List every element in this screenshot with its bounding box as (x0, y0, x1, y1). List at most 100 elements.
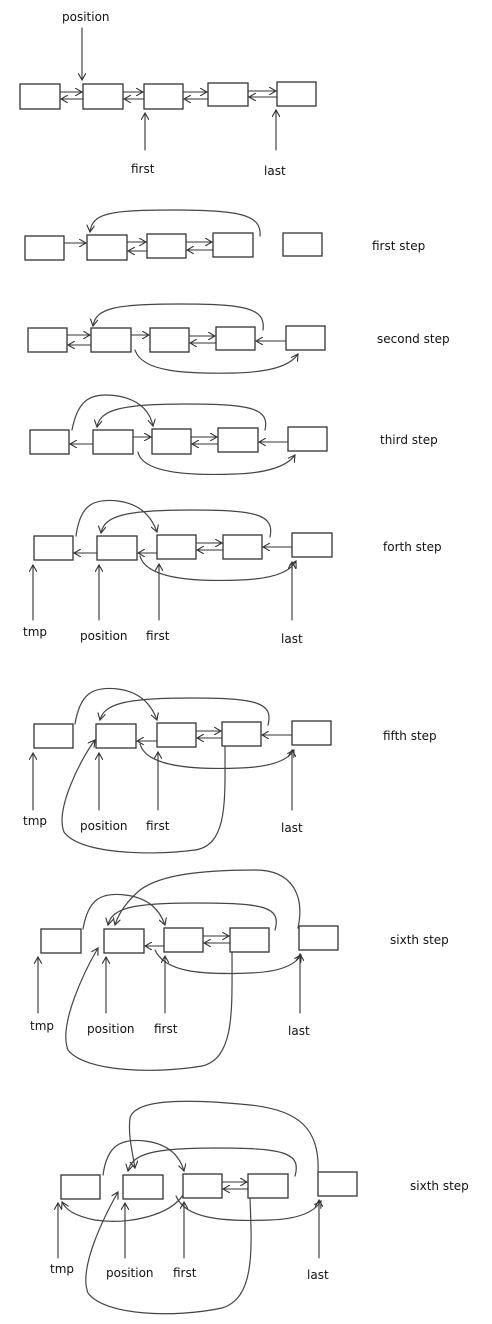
node-last (298, 925, 339, 951)
node-position (92, 429, 134, 455)
label-last: last (281, 821, 303, 835)
node-2 (82, 83, 124, 110)
curve-arrow-tmp (82, 893, 165, 930)
curve-arrow-tmp (74, 687, 157, 725)
curve-arrow-big (115, 869, 301, 929)
curve-arrow-top (100, 697, 270, 726)
step-label: sixth step (410, 1179, 469, 1193)
curve-arrow-big (128, 1100, 319, 1173)
link-arrows (137, 731, 293, 741)
curve-arrow-tmp (71, 394, 153, 431)
node-tmp (29, 429, 70, 455)
panel-sixth-step-final: tmp position first last sixth step (50, 1100, 469, 1315)
panel-fifth-step: tmp position first last fifth step (23, 687, 437, 854)
step-label: third step (380, 433, 438, 447)
label-position: position (80, 819, 128, 833)
node-tmp (33, 723, 74, 749)
step-label: fifth step (383, 729, 437, 743)
node-4 (247, 1173, 289, 1199)
node-tmp (60, 1174, 101, 1200)
link-arrows (63, 242, 214, 251)
node-first (163, 927, 204, 953)
node-tmp (24, 235, 65, 261)
label-first: first (154, 1022, 178, 1036)
curve-arrow (90, 209, 261, 237)
label-tmp: tmp (30, 1019, 54, 1033)
step-label: second step (377, 332, 450, 346)
node-tmp (27, 327, 68, 353)
curve-arrow-top (97, 403, 267, 431)
step-label: forth step (383, 540, 442, 554)
node-position (90, 327, 132, 353)
node-position (103, 928, 145, 954)
node-4 (212, 232, 254, 258)
panel-first-step: first step (24, 209, 425, 261)
curve-arrow-top (128, 1147, 297, 1177)
curve-arrow-loop (61, 740, 226, 854)
panel-sixth-step: tmp position first last sixth step (30, 869, 449, 1071)
curve-arrow-loop (85, 1192, 252, 1315)
label-first: first (146, 629, 170, 643)
node-3 (143, 83, 184, 110)
node-last (291, 532, 333, 558)
node-first (149, 327, 190, 353)
node-4 (229, 927, 270, 953)
curve-arrow-loop (65, 948, 233, 1071)
label-position: position (62, 10, 110, 24)
link-arrows (66, 335, 287, 345)
node-last (317, 1171, 358, 1197)
node-tmp (40, 928, 82, 954)
label-tmp: tmp (50, 1262, 74, 1276)
label-position: position (106, 1266, 154, 1280)
node-first (182, 1173, 223, 1199)
node-first (156, 534, 197, 560)
curve-arrow-bottom (139, 555, 296, 582)
label-last: last (281, 632, 303, 646)
panel-initial: position first last (19, 10, 317, 178)
node-last (282, 232, 323, 257)
node-4 (217, 427, 259, 453)
node-first (156, 722, 197, 748)
label-last: last (264, 164, 286, 178)
step-label: sixth step (390, 933, 449, 947)
label-last: last (288, 1024, 310, 1038)
panel-third-step: third step (29, 394, 438, 476)
panel-forth-step: tmp position first last forth step (23, 499, 442, 646)
curve-arrow-top (108, 902, 277, 931)
node-4 (207, 82, 249, 107)
node-first (146, 233, 187, 259)
curve-arrow-tmp (102, 1139, 184, 1176)
node-tmp (33, 535, 74, 561)
label-position: position (87, 1022, 135, 1036)
label-tmp: tmp (23, 625, 47, 639)
label-position: position (80, 629, 128, 643)
node-position (95, 723, 137, 749)
curve-arrow-tmp-back (62, 1194, 184, 1222)
label-last: last (307, 1268, 329, 1282)
curve-arrow-bottom (134, 349, 298, 374)
node-position (86, 234, 128, 261)
label-tmp: tmp (23, 814, 47, 828)
label-first: first (131, 162, 155, 176)
node-last (285, 325, 326, 351)
node-first (151, 428, 192, 455)
label-first: first (173, 1266, 197, 1280)
node-4 (215, 326, 256, 351)
node-last (287, 426, 328, 452)
node-5 (276, 81, 317, 107)
node-1 (19, 83, 61, 110)
label-first: first (146, 819, 170, 833)
node-4 (221, 721, 262, 747)
link-arrows (221, 1182, 249, 1189)
curve-arrow-top (101, 509, 272, 538)
link-arrows (74, 543, 293, 553)
link-arrows (70, 437, 289, 444)
curve-arrow-top (93, 303, 264, 331)
curve-arrow-bottom (139, 743, 295, 770)
link-arrows (145, 936, 231, 946)
step-label: first step (372, 239, 425, 253)
curve-arrow-bottom (175, 1195, 322, 1222)
curve-arrow-bottom (154, 949, 302, 975)
curve-arrow-bottom (137, 451, 295, 476)
